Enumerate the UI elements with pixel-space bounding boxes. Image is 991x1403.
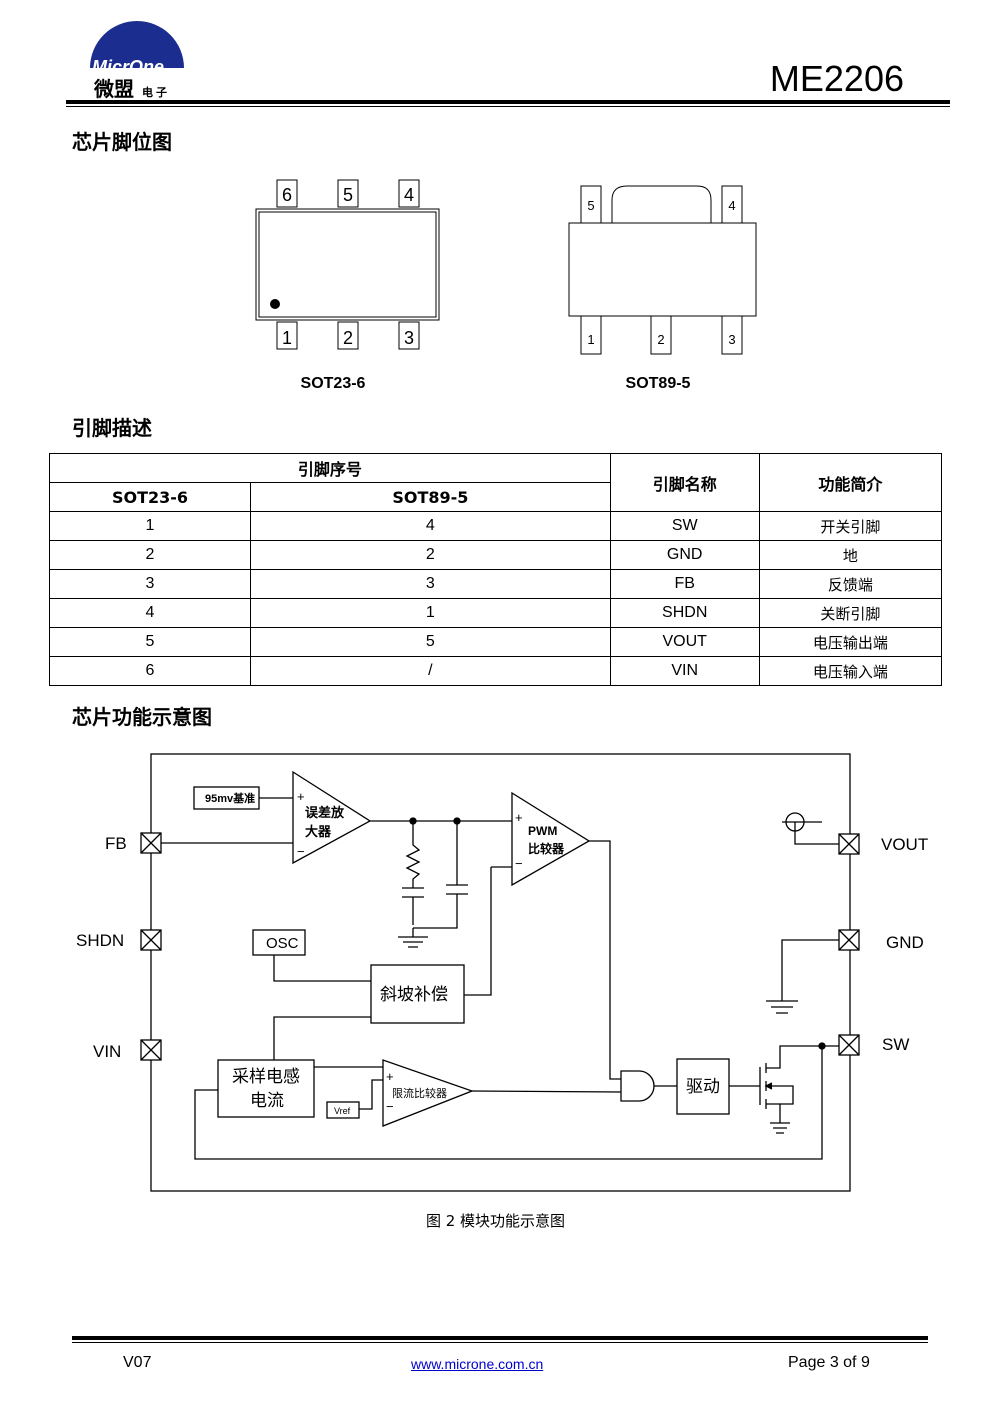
limit-plus: + — [386, 1069, 394, 1084]
logo-cn: 微盟 — [93, 77, 134, 101]
err-amp-minus: − — [297, 844, 305, 859]
pwm-label-1: PWM — [528, 824, 557, 838]
pin-vout-box — [838, 833, 860, 855]
driver-label: 驱动 — [686, 1077, 720, 1096]
cell-sot23: 3 — [49, 569, 251, 599]
footer-rule-thin — [72, 1342, 928, 1343]
footer-url-link[interactable]: www.microne.com.cn — [411, 1356, 544, 1372]
sot23-pin-2: 2 — [343, 328, 353, 348]
cell-name: SHDN — [609, 598, 760, 628]
limit-minus: − — [386, 1099, 394, 1114]
pin-fb-box — [140, 832, 162, 854]
cell-sot89: / — [250, 656, 611, 686]
cell-sot89: 2 — [250, 540, 611, 570]
th-sot23: SOT23-6 — [49, 482, 251, 512]
pin-label-vin: VIN — [93, 1042, 121, 1061]
cell-name: VIN — [609, 656, 760, 686]
ref-label: 95mv基准 — [205, 791, 255, 805]
th-pin-name: 引脚名称 — [609, 453, 760, 512]
cell-sot23: 2 — [49, 540, 251, 570]
cell-func: 电压输入端 — [758, 656, 943, 686]
sense-label-1: 采样电感 — [232, 1067, 300, 1086]
osc-label: OSC — [266, 935, 299, 952]
sot89-pin-1: 1 — [587, 332, 594, 347]
pin-shdn-box — [140, 929, 162, 951]
sot23-pin-3: 3 — [404, 328, 414, 348]
table-row: 1 4 SW 开关引脚 — [49, 511, 943, 541]
sot89-pin-2: 2 — [657, 332, 664, 347]
sot23-pin-5: 5 — [343, 185, 353, 205]
pwm-minus: − — [515, 856, 523, 871]
cell-sot89: 1 — [250, 598, 611, 628]
slope-label: 斜坡补偿 — [380, 985, 448, 1004]
logo-sub: 电 子 — [142, 85, 167, 99]
table-row: 5 5 VOUT 电压输出端 — [49, 627, 943, 657]
section-title-pinout: 芯片脚位图 — [72, 130, 172, 154]
cell-name: VOUT — [609, 627, 760, 657]
sot89-pin-4: 4 — [728, 198, 735, 213]
footer-version: V07 — [123, 1354, 152, 1371]
section-title-block: 芯片功能示意图 — [72, 705, 212, 729]
sot23-label: SOT23-6 — [300, 375, 366, 392]
sot23-pin-6: 6 — [282, 185, 292, 205]
vref-label: Vref — [334, 1106, 351, 1116]
pin-label-sw: SW — [882, 1035, 909, 1054]
cell-func: 开关引脚 — [758, 511, 943, 541]
pin-gnd-box — [838, 929, 860, 951]
pin-label-fb: FB — [105, 834, 127, 853]
cell-sot89: 5 — [250, 627, 611, 657]
cell-func: 地 — [758, 540, 943, 570]
table-row: 6 / VIN 电压输入端 — [49, 656, 943, 686]
th-pin-number: 引脚序号 — [49, 453, 611, 483]
header-rule-thin — [66, 106, 950, 107]
pin-description-table: 引脚序号 引脚名称 功能简介 SOT23-6 SOT89-5 1 4 SW 开关… — [49, 453, 943, 686]
logo-en: MicrOne — [92, 57, 164, 77]
pwm-plus: + — [515, 810, 523, 825]
sot23-diagram: 6 5 4 1 2 3 — [255, 179, 440, 350]
sot89-label: SOT89-5 — [625, 375, 691, 392]
block-diagram: FB SHDN VIN VOUT GND SW 95mv基准 + − 误差放 大… — [76, 753, 928, 1192]
cell-func: 电压输出端 — [758, 627, 943, 657]
sot23-pin-1: 1 — [282, 328, 292, 348]
pwm-label-2: 比较器 — [528, 841, 565, 856]
err-amp-plus: + — [297, 789, 305, 804]
pin-label-shdn: SHDN — [76, 931, 124, 950]
section-title-pin-desc: 引脚描述 — [72, 416, 152, 440]
table-row: 4 1 SHDN 关断引脚 — [49, 598, 943, 628]
table-row: 2 2 GND 地 — [49, 540, 943, 570]
sense-label-2: 电流 — [250, 1091, 284, 1110]
sot23-pin-4: 4 — [404, 185, 414, 205]
th-sot89: SOT89-5 — [250, 482, 611, 512]
sot89-pin-3: 3 — [728, 332, 735, 347]
pin-sw-box — [838, 1034, 860, 1056]
cell-sot23: 5 — [49, 627, 251, 657]
cell-sot89: 3 — [250, 569, 611, 599]
sot89-diagram: 5 4 1 2 3 — [568, 185, 757, 355]
pin-label-vout: VOUT — [881, 835, 928, 854]
footer-rule — [72, 1336, 928, 1340]
cell-name: FB — [609, 569, 760, 599]
cell-func: 反馈端 — [758, 569, 943, 599]
doc-title: ME2206 — [769, 58, 904, 99]
cell-sot23: 4 — [49, 598, 251, 628]
footer-page-number: Page 3 of 9 — [788, 1354, 870, 1371]
cell-sot23: 1 — [49, 511, 251, 541]
cell-sot89: 4 — [250, 511, 611, 541]
company-logo: MicrOne 微盟 电 子 — [90, 21, 184, 101]
cell-name: SW — [609, 511, 760, 541]
th-function: 功能简介 — [758, 453, 943, 512]
pin-vin-box — [140, 1039, 162, 1061]
pin-label-gnd: GND — [886, 933, 924, 952]
err-amp-label-2: 大器 — [305, 824, 332, 839]
header-rule — [66, 100, 950, 104]
err-amp-label-1: 误差放 — [305, 805, 345, 820]
sot89-pin-5: 5 — [587, 198, 594, 213]
cell-func: 关断引脚 — [758, 598, 943, 628]
cell-name: GND — [609, 540, 760, 570]
table-row: 3 3 FB 反馈端 — [49, 569, 943, 599]
figure-caption: 图 2 模块功能示意图 — [425, 1212, 566, 1230]
cell-sot23: 6 — [49, 656, 251, 686]
limit-label: 限流比较器 — [392, 1086, 447, 1100]
